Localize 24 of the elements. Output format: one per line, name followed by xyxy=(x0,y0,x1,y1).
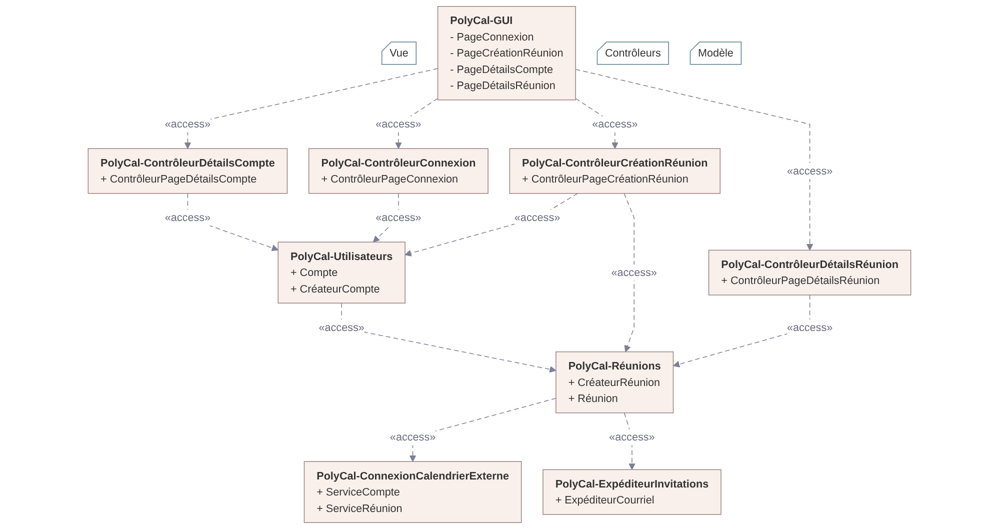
arrow xyxy=(624,193,634,352)
edge-label: «access» xyxy=(164,118,211,130)
edge-label: «access» xyxy=(376,118,422,130)
arrow xyxy=(404,193,578,256)
edge-label: «access» xyxy=(376,211,422,224)
node-box: PolyCal-ContrôleurDétailsCompte + ContrôleurPageDétailsCompte xyxy=(88,148,288,194)
edge-label: «access» xyxy=(514,211,560,224)
arrow xyxy=(341,302,556,373)
node-box: PolyCal-ContrôleurConnexion + ContrôleurPageConnexion xyxy=(308,148,488,194)
edge-label: «access» xyxy=(609,430,655,443)
edge-label: «access» xyxy=(164,211,211,224)
node-box: PolyCal-ExpéditeurInvitations + ExpéditeurCourriel xyxy=(542,469,722,515)
node-box: PolyCal-ContrôleurCréationRéunion + ContrôleurPageCréationRéunion xyxy=(509,148,721,194)
edge-label: «access» xyxy=(786,320,833,334)
node-box: PolyCal-ContrôleurDétailsRéunion + ContrôleurPageDétailsRéunion xyxy=(708,250,912,296)
edge-label: «access» xyxy=(786,164,833,177)
edge-label: «access» xyxy=(318,320,364,334)
node-box: PolyCal-Utilisateurs + Compte + CréateurCompte xyxy=(278,242,406,304)
node-box: PolyCal-ConnexionCalendrierExterne + ServiceCompte + ServiceRéunion xyxy=(304,461,522,523)
node-box: PolyCal-GUI - PageConnexion - PageCréationRéunion - PageDétailsCompte - PageDétailsRéunion xyxy=(437,6,576,100)
node-box: PolyCal-Réunions + CréateurRéunion + Réunion xyxy=(556,351,674,414)
edge-label: «access» xyxy=(592,118,638,130)
edge-label: «access» xyxy=(611,266,657,278)
edge-label: «access» xyxy=(390,430,436,443)
